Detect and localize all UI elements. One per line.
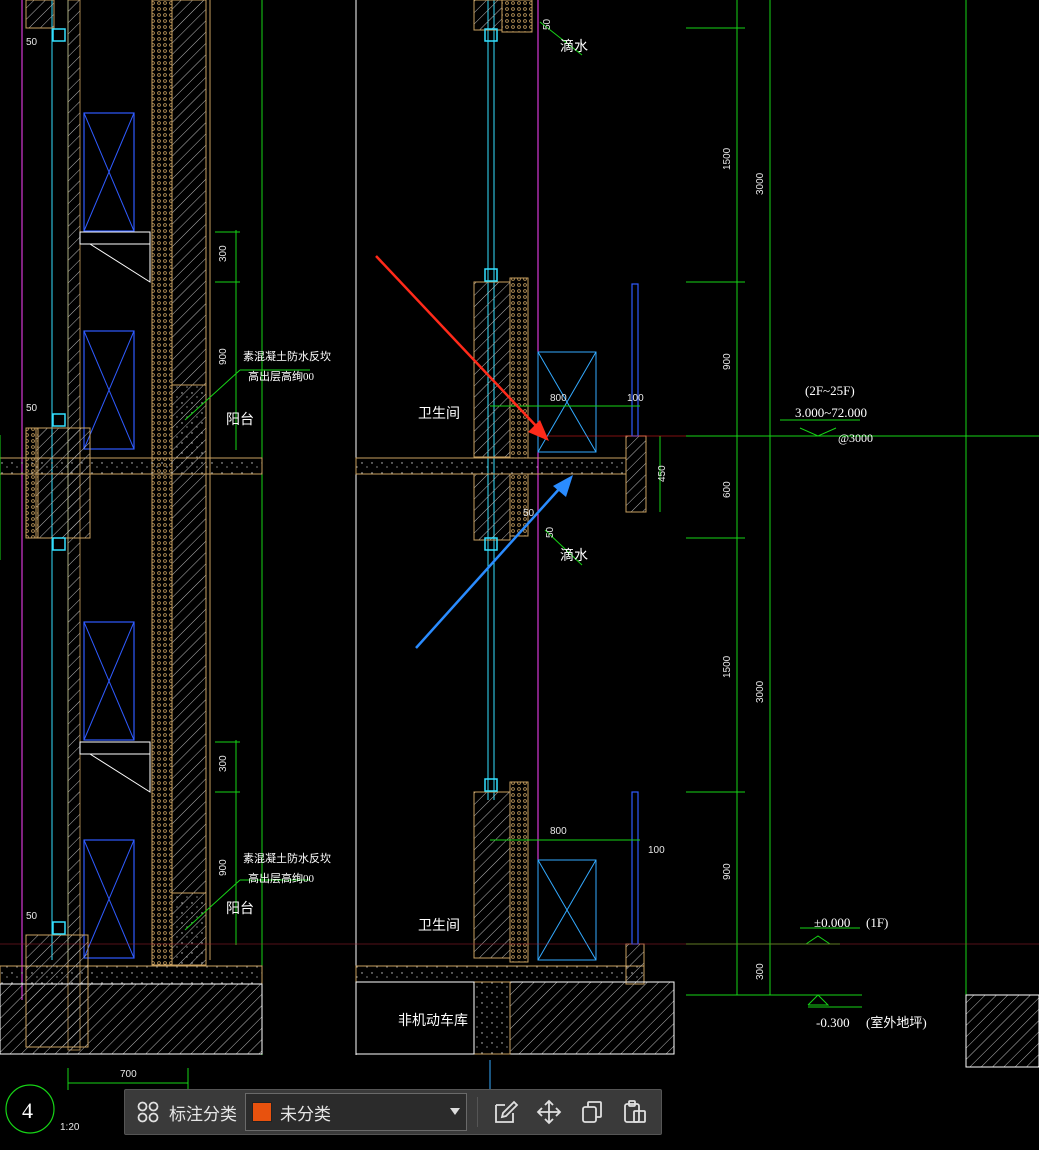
right-dim-300: 300 [755,963,766,980]
elevation-step: @3000 [838,431,873,445]
annotation-toolbar: 标注分类 未分类 [124,1089,662,1135]
right-dimension-chain [0,0,1039,1068]
move-icon [536,1099,562,1125]
center-dim-50-a: 50 [542,18,553,30]
category-color-swatch [252,1102,272,1122]
waterproof-note-2-line1: 素混凝土防水反坎 [243,851,331,865]
center-dim-800-b: 800 [550,826,567,837]
elevation-zero-floor: (1F) [866,915,888,930]
right-dim-1500-b: 1500 [722,655,733,678]
center-section [355,0,675,1090]
blue-annotation-arrow[interactable] [415,475,573,649]
center-dim-100-b: 100 [648,845,665,856]
center-dim-800-a: 800 [550,393,567,404]
elevation-outdoor-label: (室外地坪) [866,1015,927,1030]
elevation-zero: ±0.000 [814,915,850,930]
left-dim-700: 700 [120,1069,137,1080]
toolbar-divider [477,1097,478,1127]
elevation-floors: (2F~25F) [805,383,855,398]
waterproof-note-1-line2: 高出层高绚00 [248,369,314,383]
edit-icon [495,1100,519,1123]
balcony-label-b: 阳台 [226,901,254,917]
copy-icon [582,1101,602,1123]
center-dim-50-b: 50 [523,508,535,519]
category-selected-value: 未分类 [280,1104,331,1125]
copy-button[interactable] [574,1094,610,1130]
waterproof-note-2-line2: 高出层高绚00 [248,871,314,885]
paste-icon [624,1100,646,1123]
category-dropdown[interactable]: 未分类 [245,1093,467,1131]
left-dim-50-b: 50 [26,403,38,414]
right-dim-3000-b: 3000 [755,680,766,703]
left-dim-50-a: 50 [26,37,38,48]
center-dim-450: 450 [657,465,668,482]
left-dim-900-a: 900 [218,348,229,365]
left-dim-300-b: 300 [218,755,229,772]
chevron-down-icon [450,1108,460,1115]
left-dim-900-b: 900 [218,859,229,876]
balcony-label-a: 阳台 [226,412,254,428]
right-dim-900-b: 900 [722,863,733,880]
left-section [0,0,310,1134]
left-dim-300-a: 300 [218,245,229,262]
left-dim-50-c: 50 [26,911,38,922]
waterproof-note-1-line1: 素混凝土防水反坎 [243,349,331,363]
edit-button[interactable] [488,1094,524,1130]
right-dim-900-a: 900 [722,353,733,370]
right-dim-600: 600 [722,481,733,498]
bathroom-label-b: 卫生间 [418,918,460,934]
paste-button[interactable] [617,1094,653,1130]
move-button[interactable] [531,1094,567,1130]
detail-scale: 1:20 [60,1122,80,1133]
drip-label-b: 滴水 [560,547,588,564]
right-dim-3000-a: 3000 [755,172,766,195]
center-dim-50-c: 50 [545,526,556,538]
drip-label-a: 滴水 [560,38,588,55]
elevation-range: 3.000~72.000 [795,405,867,420]
bathroom-label-a: 卫生间 [418,406,460,422]
grid-icon[interactable] [133,1097,163,1127]
center-dim-100-a: 100 [627,393,644,404]
category-label: 标注分类 [169,1104,237,1125]
garage-label: 非机动车库 [398,1012,468,1029]
red-annotation-arrow[interactable] [375,255,549,441]
elevation-outdoor: -0.300 [816,1015,850,1030]
right-dim-1500-a: 1500 [722,147,733,170]
detail-number: 4 [22,1098,33,1123]
